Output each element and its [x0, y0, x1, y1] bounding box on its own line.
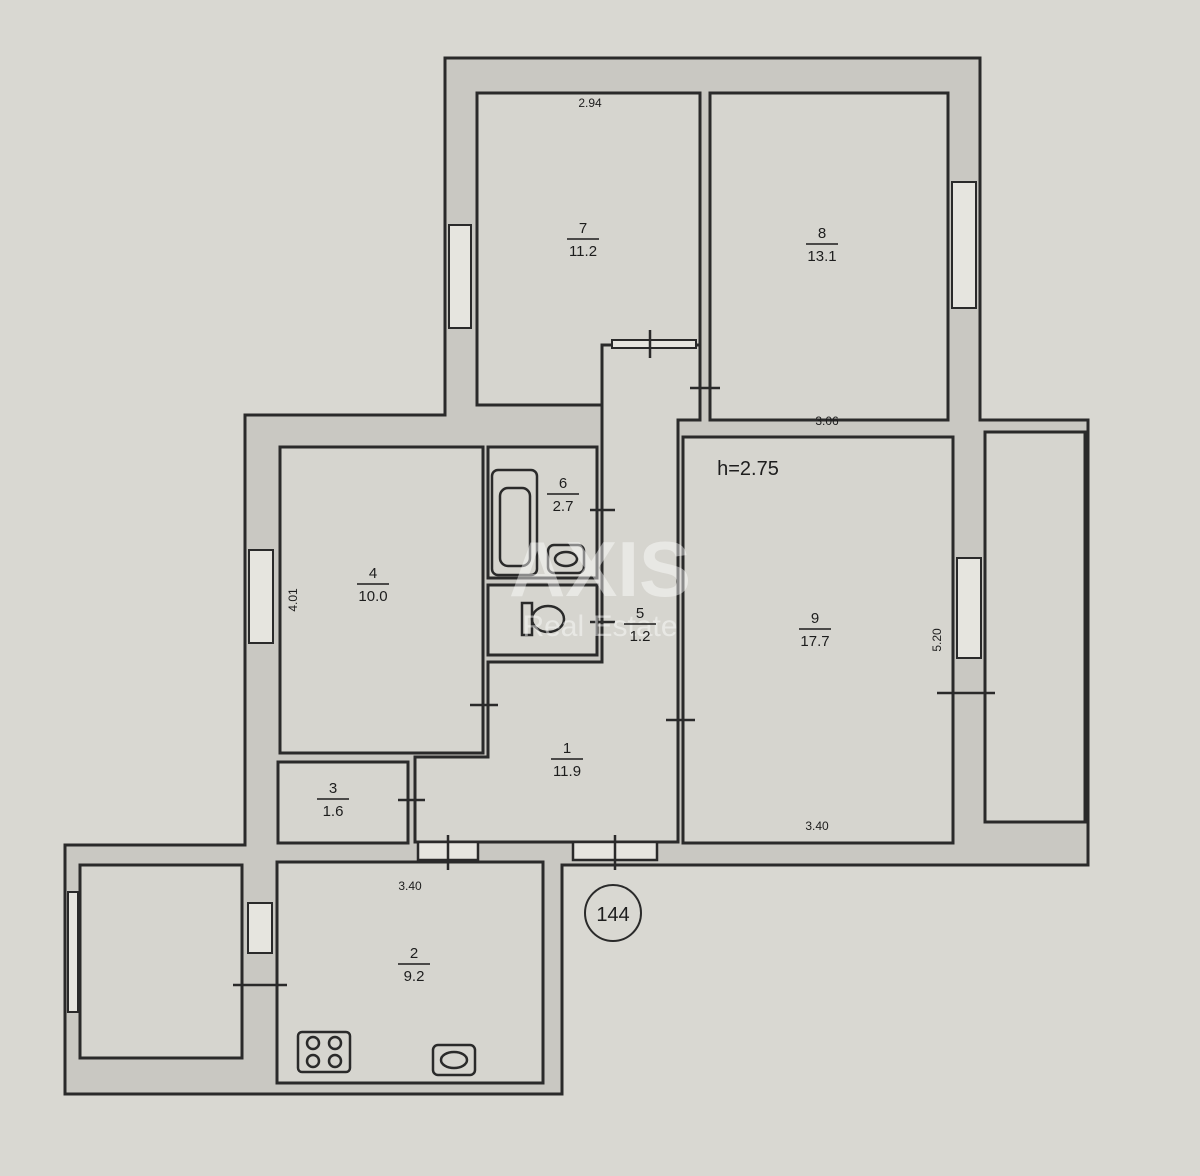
window: [951, 181, 977, 309]
room-label-5: 51.2: [624, 605, 656, 645]
room-number: 3: [329, 780, 337, 797]
room-number: 7: [579, 220, 587, 237]
balcony-left: [78, 863, 244, 1060]
room-1: [413, 343, 702, 844]
room-5: [486, 583, 599, 657]
dim-room9-length: 5.20: [930, 628, 944, 652]
room-number: 9: [811, 610, 819, 627]
room-3: [276, 760, 410, 845]
room-2: [275, 860, 545, 1085]
apartment-number: 144: [596, 904, 629, 926]
room-label-9: 917.7: [799, 610, 831, 650]
sink-icon: [546, 543, 586, 575]
room-area: 11.9: [553, 763, 581, 780]
room-9: [681, 435, 955, 845]
dim-room2-width: 3.40: [398, 879, 422, 893]
room-number: 6: [559, 475, 567, 492]
dim-room8-width: 3.06: [815, 414, 839, 428]
room-number: 4: [369, 565, 377, 582]
room-number: 1: [563, 740, 571, 757]
room-number: 2: [410, 945, 418, 962]
room-label-7: 711.2: [567, 220, 599, 260]
window: [248, 549, 274, 644]
balcony-right: [983, 430, 1087, 824]
window: [611, 339, 697, 349]
room-label-3: 31.6: [317, 780, 349, 820]
window: [956, 557, 982, 659]
room-4: [278, 445, 485, 755]
room-area: 1.6: [323, 803, 344, 820]
room-label-1: 111.9: [551, 740, 583, 780]
room-area: 9.2: [404, 968, 425, 985]
room-area: 17.7: [800, 633, 829, 650]
stove-icon: [296, 1030, 352, 1074]
kitchen-sink-icon: [431, 1043, 477, 1077]
toilet-icon: [520, 601, 566, 637]
dim-room4-length: 4.01: [286, 588, 300, 612]
room-label-2: 29.2: [398, 945, 430, 985]
dim-room7-width: 2.94: [578, 96, 602, 110]
door-marks: [233, 330, 995, 987]
dim-room9-width: 3.40: [805, 819, 829, 833]
window: [247, 902, 273, 954]
room-8: [708, 91, 950, 422]
room-area: 10.0: [358, 588, 387, 605]
room-area: 1.2: [630, 628, 651, 645]
room-number: 5: [636, 605, 644, 622]
bathtub-icon: [490, 468, 539, 577]
watermark-subtitle: Real Estate: [522, 610, 677, 643]
window: [448, 224, 472, 329]
room-label-8: 813.1: [806, 225, 838, 265]
room-label-4: 410.0: [357, 565, 389, 605]
room-area: 13.1: [807, 248, 836, 265]
room-area: 11.2: [569, 243, 597, 260]
window: [67, 891, 79, 1013]
watermark-logo: AXIS: [509, 525, 691, 613]
room-label-6: 62.7: [547, 475, 579, 515]
apartment-number-circle: [584, 884, 642, 942]
ceiling-height: h=2.75: [717, 458, 779, 480]
room-number: 8: [818, 225, 826, 242]
room-area: 2.7: [553, 498, 574, 515]
